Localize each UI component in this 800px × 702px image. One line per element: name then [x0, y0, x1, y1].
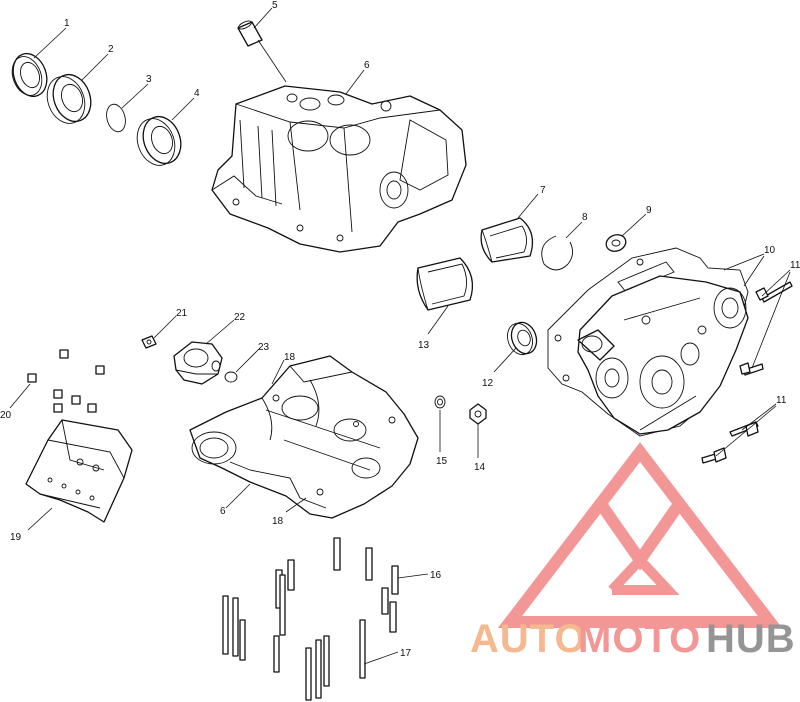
callout-14: 14: [474, 462, 486, 473]
callout-13: 13: [418, 340, 430, 351]
callout-20: 20: [0, 410, 12, 421]
part-7-bearing-shell: [480, 217, 534, 263]
callout-16: 16: [430, 570, 442, 581]
callout-22: 22: [234, 312, 246, 323]
callout-3: 3: [146, 74, 152, 85]
callout-11-lower: 11: [776, 395, 787, 406]
callout-18-lower: 18: [272, 516, 284, 527]
part-12-oil-seal: [507, 321, 538, 356]
part-4-bearing: [136, 115, 182, 166]
callout-19: 19: [10, 532, 22, 543]
part-11-bolts-lower: [701, 421, 759, 464]
part-21-bolt: [141, 335, 157, 349]
part-5-dowel-pin: [237, 20, 263, 47]
callout-4: 4: [194, 88, 200, 99]
callout-12: 12: [482, 378, 494, 389]
part-23-o-ring: [224, 371, 238, 383]
watermark-moto: MOTO: [578, 617, 701, 661]
part-16-studs: [275, 537, 399, 633]
callout-15: 15: [436, 456, 448, 467]
callout-23: 23: [258, 342, 270, 353]
leader-lines: [9, 7, 791, 665]
part-17-long-bolts: [222, 574, 366, 701]
watermark-hub: HUB: [706, 617, 796, 661]
callout-7: 7: [540, 185, 546, 196]
part-19-screen: [25, 419, 133, 523]
watermark-auto: AUTO: [470, 617, 587, 661]
callout-21: 21: [176, 308, 188, 319]
callout-1: 1: [64, 18, 70, 29]
part-8-retaining-ring: [541, 235, 573, 271]
part-13-bearing-shell: [416, 257, 474, 311]
callout-9: 9: [646, 205, 652, 216]
part-2-bearing: [46, 73, 92, 124]
callout-18-upper: 18: [284, 352, 296, 363]
part-20-small-bolts: [27, 349, 105, 413]
callout-11-upper: 11: [790, 260, 800, 271]
callout-2: 2: [108, 44, 114, 55]
automotohub-watermark: AUTO MOTO HUB: [470, 442, 796, 661]
part-14-fitting: [469, 403, 487, 425]
callout-6-upper: 6: [364, 60, 370, 71]
callout-8: 8: [582, 212, 588, 223]
callout-labels: 1 2 3 4 5 6 6 7 8 9 10 11 11 12 13 14 15…: [0, 0, 800, 659]
part-3-snap-ring: [106, 103, 126, 133]
watermark-logo-mark: [497, 442, 783, 628]
part-9-washer: [605, 234, 627, 252]
part-22-oil-pump: [173, 341, 223, 385]
callout-5: 5: [272, 0, 278, 11]
callout-17: 17: [400, 648, 412, 659]
part-15-o-ring: [434, 395, 446, 409]
part-10-side-cover: [577, 275, 749, 435]
part-1-oil-seal: [11, 52, 48, 98]
part-6-lower-crankcase: [189, 355, 419, 519]
callout-10: 10: [764, 245, 776, 256]
part-11-bolts-upper: [739, 281, 793, 376]
part-6-upper-crankcase: [211, 85, 467, 253]
callout-6-lower: 6: [220, 506, 226, 517]
